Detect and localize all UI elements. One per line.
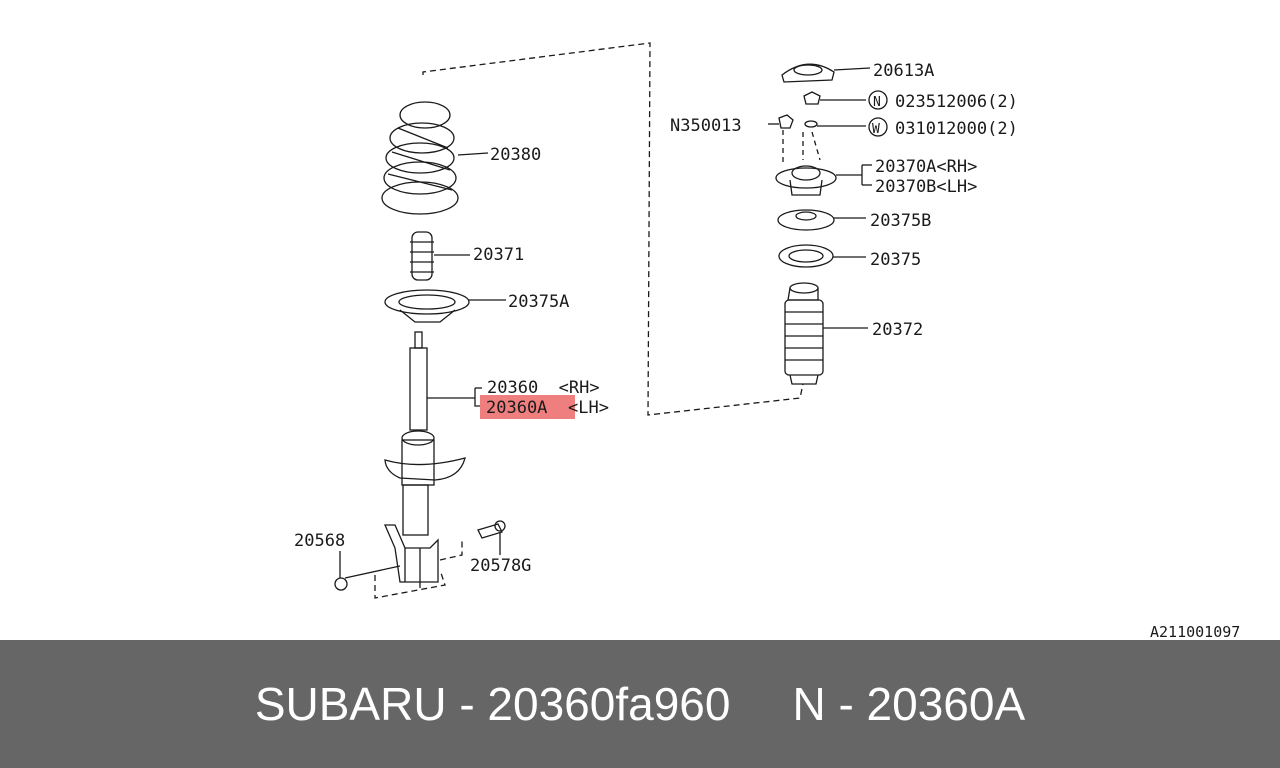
spring-seat-upper-b bbox=[777, 209, 835, 231]
explode-line bbox=[422, 42, 804, 416]
label-seat-upper: 20375 bbox=[870, 250, 921, 270]
washer-top bbox=[804, 120, 818, 128]
label-washer-ref: 031012000(2) bbox=[895, 119, 1018, 139]
parts-diagram: 20380 20371 20375A 20360 <RH> 20360A <LH… bbox=[294, 42, 1240, 640]
label-mount-lh: 20370B<LH> bbox=[875, 177, 977, 197]
nut-top bbox=[803, 91, 821, 105]
label-seat-upper-b: 20375B bbox=[870, 211, 931, 231]
label-nut-ref: 023512006(2) bbox=[895, 92, 1018, 112]
nut-left-icon bbox=[778, 114, 794, 129]
bolt-assembly bbox=[334, 520, 506, 599]
strut-assembly bbox=[384, 331, 466, 588]
coil-spring bbox=[381, 101, 459, 215]
label-bump-stop: 20371 bbox=[473, 245, 524, 265]
label-strut-lh-code: 20360A bbox=[486, 398, 547, 418]
label-bolt-right: 20578G bbox=[470, 556, 531, 576]
symbol-washer: W bbox=[872, 122, 880, 137]
mount-cap bbox=[781, 63, 835, 83]
brand-part-number: SUBARU - 20360fa960 bbox=[254, 678, 731, 730]
label-dust-boot: 20372 bbox=[872, 320, 923, 340]
oem-part-number: N - 20360A bbox=[792, 678, 1026, 730]
label-mount-cap: 20613A bbox=[873, 61, 934, 81]
label-bolt-left: 20568 bbox=[294, 531, 345, 551]
dust-boot bbox=[784, 282, 824, 385]
bump-stop bbox=[410, 231, 434, 281]
footer-bar: SUBARU - 20360fa960 N - 20360A bbox=[0, 640, 1280, 768]
strut-mount bbox=[775, 165, 837, 196]
label-nut-left: N350013 bbox=[670, 116, 742, 136]
label-strut-lh-side: <LH> bbox=[568, 398, 609, 418]
label-strut-rh: 20360 <RH> bbox=[487, 378, 600, 398]
spring-seat-lower bbox=[384, 289, 470, 323]
highlight-box bbox=[480, 395, 575, 419]
label-mount-rh: 20370A<RH> bbox=[875, 157, 977, 177]
label-spring: 20380 bbox=[490, 145, 541, 165]
symbol-nut: N bbox=[873, 95, 881, 110]
label-spring-seat-lower: 20375A bbox=[508, 292, 569, 312]
doc-number: A211001097 bbox=[1150, 623, 1240, 640]
spring-seat-upper bbox=[778, 244, 834, 268]
washer-symbol-circle bbox=[868, 117, 888, 137]
nut-symbol-circle bbox=[868, 90, 888, 110]
